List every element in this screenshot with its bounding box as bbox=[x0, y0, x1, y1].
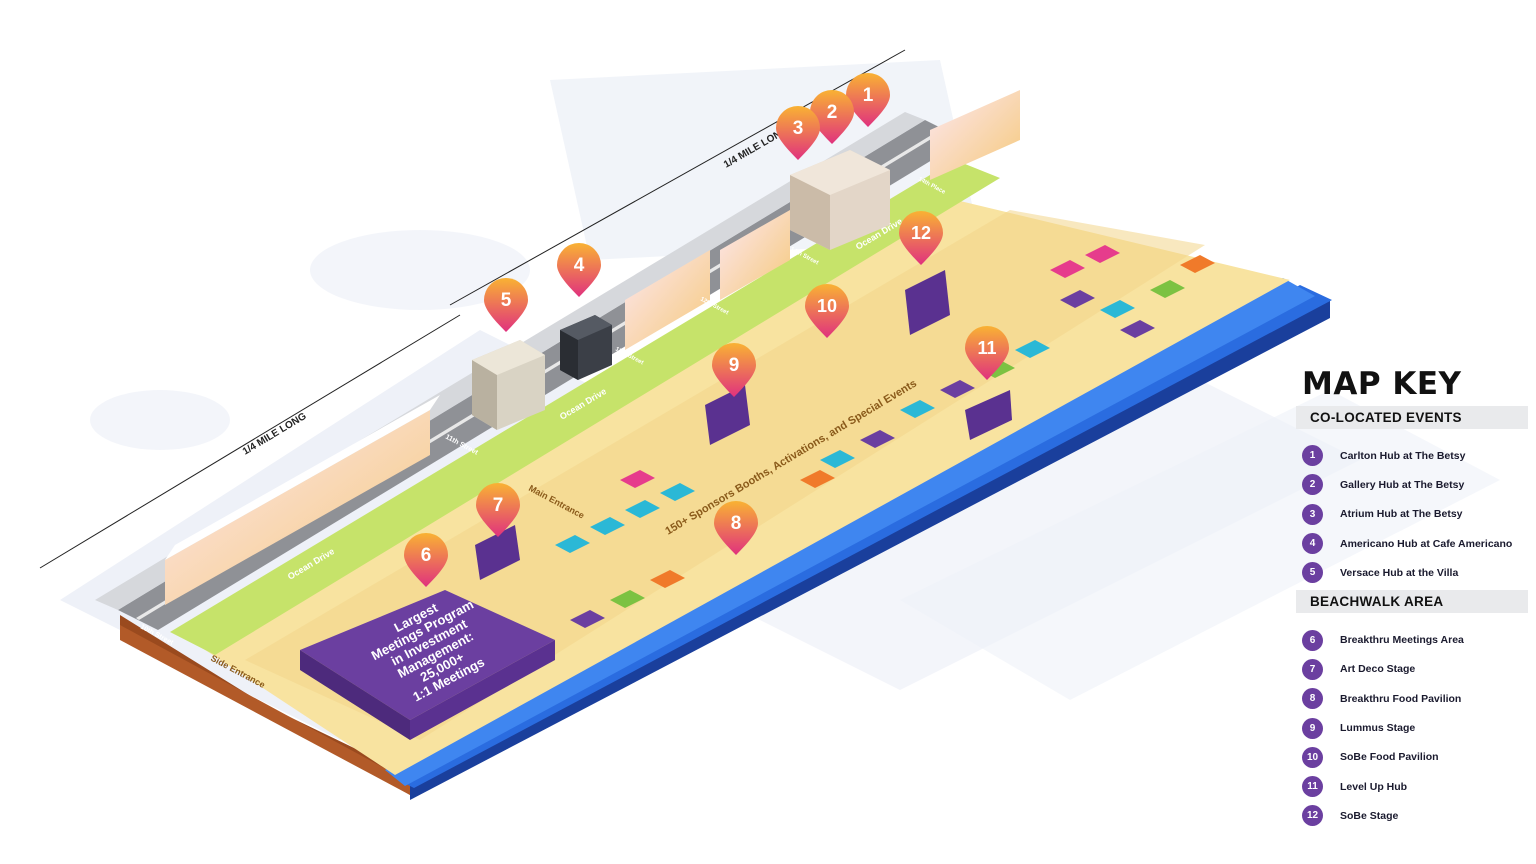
svg-text:4: 4 bbox=[574, 255, 585, 276]
map-base bbox=[120, 300, 1330, 800]
pin-4[interactable]: 4 bbox=[557, 243, 601, 297]
svg-text:3: 3 bbox=[793, 118, 804, 139]
key-item-label: Gallery Hub at The Betsy bbox=[1340, 478, 1465, 491]
pin-7[interactable]: 7 bbox=[476, 483, 520, 537]
svg-text:9: 9 bbox=[729, 355, 740, 376]
betsy-hotel bbox=[790, 150, 890, 250]
key-item-11[interactable]: 11 Level Up Hub bbox=[1302, 772, 1528, 801]
stages bbox=[475, 270, 1012, 580]
pin-1[interactable]: 1 bbox=[846, 73, 890, 127]
key-item-label: Lummus Stage bbox=[1340, 722, 1416, 735]
key-item-4[interactable]: 4 Americano Hub at Cafe Americano bbox=[1302, 529, 1528, 558]
svg-text:1: 1 bbox=[863, 85, 874, 106]
svg-text:11: 11 bbox=[977, 338, 996, 358]
key-item-label: SoBe Food Pavilion bbox=[1340, 751, 1439, 764]
meetings-area bbox=[300, 590, 555, 740]
key-number-badge: 1 bbox=[1302, 445, 1323, 467]
key-number-badge: 11 bbox=[1302, 776, 1323, 798]
pin-8[interactable]: 8 bbox=[714, 501, 758, 555]
pin-3[interactable]: 3 bbox=[776, 106, 820, 160]
svg-text:10: 10 bbox=[817, 296, 837, 316]
pin-11[interactable]: 11 bbox=[965, 326, 1009, 380]
key-list-beachwalk: 6 Breakthru Meetings Area 7 Art Deco Stage 8… bbox=[1296, 625, 1528, 830]
svg-text:7: 7 bbox=[493, 495, 504, 516]
map-key-title: MAP KEY bbox=[1302, 366, 1462, 402]
key-number-badge: 10 bbox=[1302, 746, 1323, 768]
pin-2[interactable]: 2 bbox=[810, 90, 854, 144]
key-number-badge: 3 bbox=[1302, 503, 1323, 525]
key-item-8[interactable]: 8 Breakthru Food Pavilion bbox=[1302, 684, 1528, 713]
grass bbox=[170, 160, 1000, 655]
key-item-2[interactable]: 2 Gallery Hub at The Betsy bbox=[1302, 470, 1528, 499]
key-item-label: Carlton Hub at The Betsy bbox=[1340, 449, 1466, 462]
pin-6[interactable]: 6 bbox=[404, 533, 448, 587]
pin-12[interactable]: 12 bbox=[899, 211, 943, 265]
key-item-12[interactable]: 12 SoBe Stage bbox=[1302, 801, 1528, 830]
key-item-label: Versace Hub at the Villa bbox=[1340, 566, 1459, 579]
svg-text:2: 2 bbox=[827, 102, 838, 123]
key-item-5[interactable]: 5 Versace Hub at the Villa bbox=[1302, 558, 1528, 587]
map-key: MAP KEY CO-LOCATED EVENTS 1 Carlton Hub a… bbox=[1296, 366, 1528, 831]
key-item-label: SoBe Stage bbox=[1340, 809, 1399, 822]
map-pins[interactable]: 1 2 3 4 5 6 7 8 9 10 11 12 bbox=[404, 73, 1009, 587]
key-number-badge: 7 bbox=[1302, 658, 1323, 680]
beachwalk-path bbox=[245, 210, 1205, 740]
pin-9[interactable]: 9 bbox=[712, 343, 756, 397]
ocean-shine bbox=[385, 278, 1315, 786]
distance-line-left bbox=[39, 314, 461, 569]
cafe-americano-building bbox=[560, 315, 612, 380]
villa-building bbox=[472, 340, 545, 430]
key-item-6[interactable]: 6 Breakthru Meetings Area bbox=[1302, 625, 1528, 654]
svg-text:12: 12 bbox=[911, 223, 931, 243]
key-section-beachwalk: BEACHWALK AREA bbox=[1296, 590, 1528, 614]
svg-text:6: 6 bbox=[421, 545, 432, 566]
sponsor-booths bbox=[555, 245, 1215, 628]
key-item-label: Level Up Hub bbox=[1340, 780, 1408, 793]
key-number-badge: 8 bbox=[1302, 688, 1323, 710]
key-list-co-located: 1 Carlton Hub at The Betsy 2 Gallery Hub at… bbox=[1296, 441, 1528, 587]
key-item-label: Breakthru Meetings Area bbox=[1340, 634, 1464, 647]
pin-10[interactable]: 10 bbox=[805, 284, 849, 338]
key-number-badge: 6 bbox=[1302, 629, 1323, 651]
key-item-label: Art Deco Stage bbox=[1340, 663, 1416, 676]
key-item-10[interactable]: 10 SoBe Food Pavilion bbox=[1302, 743, 1528, 772]
key-number-badge: 12 bbox=[1302, 805, 1323, 827]
key-number-badge: 9 bbox=[1302, 717, 1323, 739]
key-number-badge: 5 bbox=[1302, 562, 1323, 584]
key-item-label: Breakthru Food Pavilion bbox=[1340, 692, 1462, 705]
key-item-9[interactable]: 9 Lummus Stage bbox=[1302, 713, 1528, 742]
key-item-7[interactable]: 7 Art Deco Stage bbox=[1302, 655, 1528, 684]
key-item-label: Atrium Hub at The Betsy bbox=[1340, 508, 1463, 521]
svg-text:5: 5 bbox=[501, 290, 512, 311]
pin-5[interactable]: 5 bbox=[484, 278, 528, 332]
buildings-left bbox=[165, 90, 1020, 605]
key-item-3[interactable]: 3 Atrium Hub at The Betsy bbox=[1302, 500, 1528, 529]
key-number-badge: 2 bbox=[1302, 474, 1323, 496]
svg-text:8: 8 bbox=[731, 513, 742, 534]
key-section-co-located: CO-LOCATED EVENTS bbox=[1296, 406, 1528, 429]
key-item-label: Americano Hub at Cafe Americano bbox=[1340, 537, 1513, 550]
key-number-badge: 4 bbox=[1302, 533, 1323, 555]
key-item-1[interactable]: 1 Carlton Hub at The Betsy bbox=[1302, 441, 1528, 470]
